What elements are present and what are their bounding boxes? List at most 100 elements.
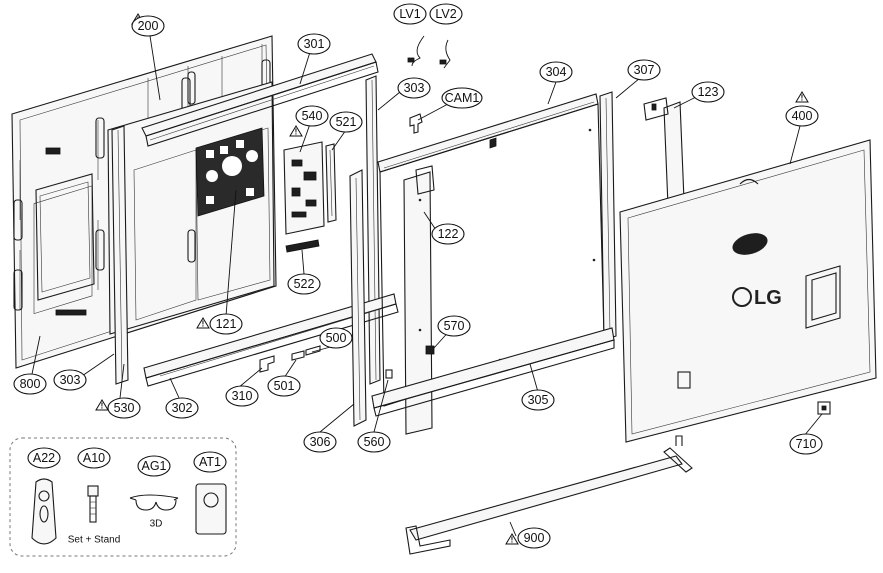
back-cover-400: LG (619, 139, 877, 443)
remote-control-a22 (31, 478, 57, 545)
callout-310: 310 (225, 385, 259, 407)
bottom-frame-305 (371, 327, 615, 417)
svg-text:LG: LG (754, 287, 782, 309)
svg-text:800: 800 (20, 377, 41, 391)
camera-module-cam1 (409, 113, 423, 134)
warning-icon: ! (95, 399, 109, 411)
bracket-310 (259, 355, 275, 373)
svg-text:710: 710 (796, 437, 817, 451)
svg-text:304: 304 (546, 65, 567, 79)
svg-text:LV1: LV1 (399, 7, 420, 21)
svg-text:CAM1: CAM1 (445, 91, 480, 105)
callout-123: 123 (691, 81, 725, 103)
callout-530: 530 (107, 397, 141, 419)
svg-text:!: ! (101, 402, 104, 411)
callout-400: 400 (785, 105, 819, 127)
svg-text:570: 570 (444, 319, 465, 333)
callout-560: 560 (357, 431, 391, 453)
svg-text:900: 900 (524, 531, 545, 545)
callout-521: 521 (329, 111, 363, 133)
leader-lines (31, 35, 823, 537)
callout-200: 200 (131, 15, 165, 37)
bezel-side-122 (403, 165, 435, 435)
svg-text:560: 560 (364, 435, 385, 449)
svg-text:AT1: AT1 (199, 455, 221, 469)
callout-710: 710 (789, 433, 823, 455)
svg-text:122: 122 (438, 227, 459, 241)
svg-text:307: 307 (634, 63, 655, 77)
svg-text:306: 306 (310, 435, 331, 449)
callout-800: 800 (13, 373, 47, 395)
part-710 (817, 401, 831, 415)
callout-lv1: LV1 (393, 3, 427, 25)
svg-text:501: 501 (274, 379, 295, 393)
callout-303-bottom: 303 (53, 369, 87, 391)
front-frame-304 (377, 93, 599, 173)
cable-lv2 (439, 39, 451, 69)
svg-text:540: 540 (302, 109, 323, 123)
callout-900: 900 (517, 527, 551, 549)
3d-glasses-ag1 (129, 494, 179, 511)
callout-305: 305 (521, 389, 555, 411)
lg-logo: LG (732, 287, 782, 309)
warning-icon: ! (505, 533, 519, 545)
svg-text:123: 123 (698, 85, 719, 99)
callout-a22: A22 (27, 447, 61, 469)
svg-text:310: 310 (232, 389, 253, 403)
screw-a10 (87, 485, 99, 523)
svg-text:!: ! (801, 94, 804, 103)
callout-cam1: CAM1 (441, 87, 483, 109)
svg-text:530: 530 (114, 401, 135, 415)
part-560 (385, 369, 393, 379)
svg-text:!: ! (511, 536, 514, 545)
callout-301: 301 (297, 33, 331, 55)
part-570 (425, 345, 435, 355)
svg-text:!: ! (295, 128, 298, 137)
callout-122: 122 (431, 223, 465, 245)
callout-570: 570 (437, 315, 471, 337)
svg-text:303: 303 (404, 81, 425, 95)
callout-at1: AT1 (193, 451, 227, 473)
bezel-side-306 (349, 169, 367, 427)
svg-text:A22: A22 (33, 451, 55, 465)
stand-900 (405, 435, 693, 555)
svg-text:121: 121 (216, 317, 237, 331)
bracket-123 (643, 97, 685, 207)
callout-304: 304 (539, 61, 573, 83)
cable-lv1 (407, 35, 425, 67)
warning-icon: ! (795, 91, 809, 103)
svg-text:400: 400 (792, 109, 813, 123)
side-rail-303-left (111, 125, 129, 385)
board-521 (325, 143, 337, 223)
side-rail-303-right (365, 75, 381, 385)
callout-501: 501 (267, 375, 301, 397)
svg-text:301: 301 (304, 37, 325, 51)
callout-121: 121 (209, 313, 243, 335)
callout-302: 302 (165, 397, 199, 419)
callout-ag1: AG1 (137, 455, 171, 477)
callout-307: 307 (627, 59, 661, 81)
callout-303-top: 303 (397, 77, 431, 99)
adapter-at1 (195, 483, 227, 535)
set-stand-label: Set + Stand (68, 535, 121, 546)
svg-text:521: 521 (336, 115, 357, 129)
svg-text:302: 302 (172, 401, 193, 415)
svg-text:!: ! (202, 320, 205, 329)
callout-522: 522 (287, 273, 321, 295)
side-frame-307 (599, 91, 617, 341)
svg-text:500: 500 (326, 331, 347, 345)
callout-306: 306 (303, 431, 337, 453)
callout-540: 540 (295, 105, 329, 127)
svg-text:LV2: LV2 (435, 7, 456, 21)
svg-text:200: 200 (138, 19, 159, 33)
callout-a10: A10 (77, 447, 111, 469)
warning-icon: ! (289, 125, 303, 137)
svg-text:522: 522 (294, 277, 315, 291)
bottom-bracket-302 (143, 293, 399, 387)
svg-text:A10: A10 (83, 451, 105, 465)
svg-text:305: 305 (528, 393, 549, 407)
callout-500: 500 (319, 327, 353, 349)
main-board-540 (283, 141, 325, 235)
